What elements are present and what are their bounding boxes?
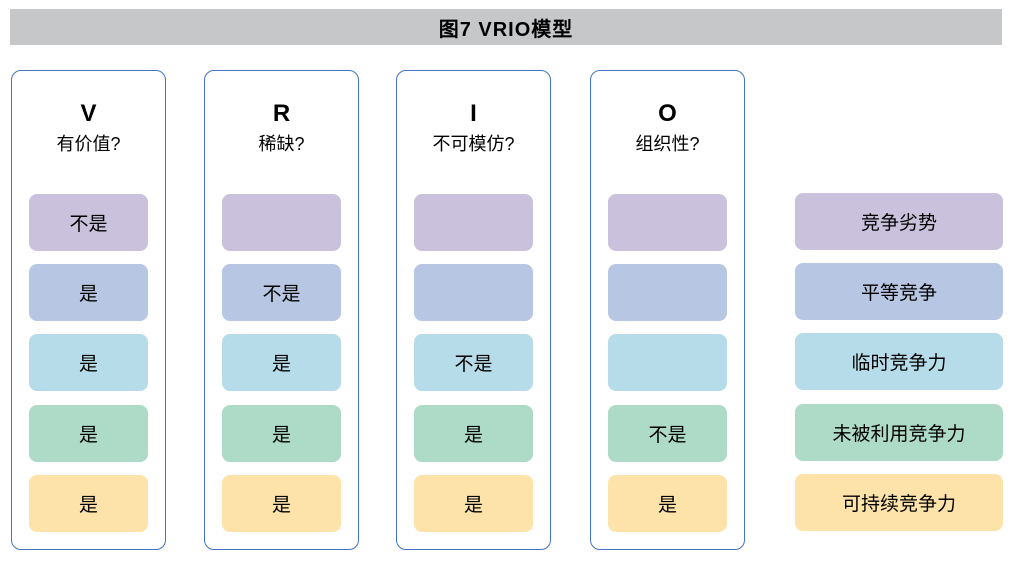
column-v-question: 有价值?: [56, 134, 121, 155]
answer-cell-r-3: 是: [222, 334, 341, 391]
results-column: 竞争劣势 平等竞争 临时竞争力 未被利用竞争力 可持续竞争力: [795, 70, 1003, 550]
answer-cell-v-3: 是: [29, 334, 148, 391]
column-i: I 不可模仿? 不是 是 是: [396, 70, 551, 550]
figure-title-bar: 图7 VRIO模型: [10, 9, 1002, 45]
column-v-letter: V: [80, 100, 97, 127]
answer-cell-o-1: [608, 194, 727, 251]
result-cell-5: 可持续竞争力: [795, 474, 1003, 531]
result-cell-4: 未被利用竞争力: [795, 404, 1003, 461]
column-o-question: 组织性?: [635, 134, 700, 155]
column-v: V 有价值? 不是 是 是 是 是: [11, 70, 166, 550]
answer-cell-o-2: [608, 264, 727, 321]
column-r: R 稀缺? 不是 是 是 是: [204, 70, 359, 550]
answer-cell-v-1: 不是: [29, 194, 148, 251]
answer-cell-r-4: 是: [222, 405, 341, 462]
column-o: O 组织性? 不是 是: [590, 70, 745, 550]
answer-cell-i-5: 是: [414, 475, 533, 532]
answer-cell-i-2: [414, 264, 533, 321]
answer-cell-i-4: 是: [414, 405, 533, 462]
result-cell-3: 临时竞争力: [795, 333, 1003, 390]
column-r-letter: R: [272, 100, 291, 127]
result-cell-2: 平等竞争: [795, 263, 1003, 320]
answer-cell-o-5: 是: [608, 475, 727, 532]
answer-cell-o-3: [608, 334, 727, 391]
figure-title: 图7 VRIO模型: [438, 18, 574, 41]
answer-cell-i-3: 不是: [414, 334, 533, 391]
answer-cell-r-2: 不是: [222, 264, 341, 321]
answer-cell-i-1: [414, 194, 533, 251]
column-i-question: 不可模仿?: [432, 134, 515, 155]
answer-cell-r-5: 是: [222, 475, 341, 532]
column-o-letter: O: [658, 100, 677, 127]
result-cell-1: 竞争劣势: [795, 193, 1003, 250]
answer-cell-o-4: 不是: [608, 405, 727, 462]
answer-cell-v-4: 是: [29, 405, 148, 462]
column-i-letter: I: [470, 100, 477, 127]
column-r-question: 稀缺?: [258, 134, 305, 155]
answer-cell-v-5: 是: [29, 475, 148, 532]
answer-cell-r-1: [222, 194, 341, 251]
answer-cell-v-2: 是: [29, 264, 148, 321]
